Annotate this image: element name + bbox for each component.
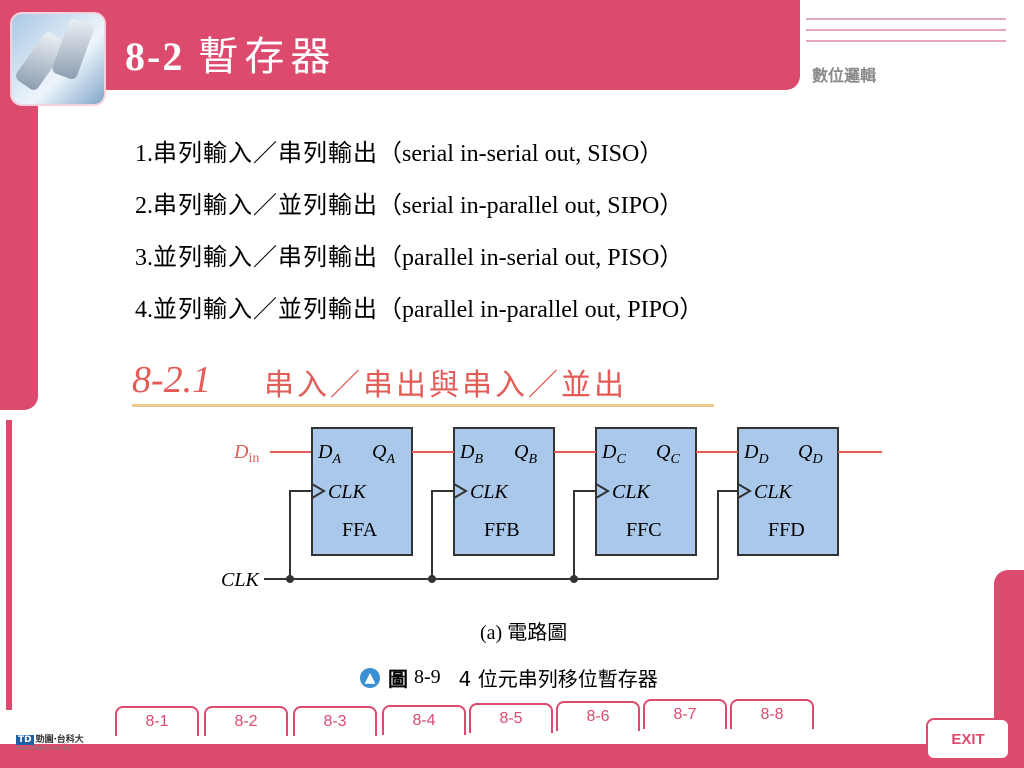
ff-name: FFA: [342, 519, 378, 541]
arrow-up-icon[interactable]: ▲: [360, 667, 380, 688]
q-label: QA: [372, 441, 395, 467]
tab-8-1[interactable]: 8-1: [115, 706, 199, 736]
q-label: QB: [514, 441, 537, 467]
page-number: 8-12: [866, 733, 887, 745]
left-frame-strip: [6, 420, 12, 710]
tab-8-5[interactable]: 8-5: [469, 703, 553, 733]
clk-input-label: CLK: [221, 569, 260, 591]
d-label: DB: [459, 441, 483, 467]
list-item: 2.串列輸入／並列輸出（serial in-parallel out, SIPO…: [135, 191, 684, 219]
flipflop-ffd: DD QD CLK FFD: [737, 427, 839, 556]
tab-8-8[interactable]: 8-8: [730, 699, 814, 729]
figure-label: 圖: [388, 667, 408, 691]
clk-branch-a: [289, 490, 312, 579]
list-item: 1.串列輸入／串列輸出（serial in-serial out, SISO）: [135, 139, 664, 167]
list-item: 3.並列輸入／串列輸出（parallel in-serial out, PISO…: [135, 243, 684, 271]
din-label: Din: [233, 441, 259, 466]
d-label: DC: [601, 441, 626, 467]
tab-8-6[interactable]: 8-6: [556, 701, 640, 731]
flipflop-ffa: DA QA CLK FFA: [311, 427, 413, 556]
q-label: QC: [656, 441, 680, 467]
clk-label: CLK: [470, 481, 509, 503]
figure-caption: ▲ 圖 8-9 4 位元串列移位暫存器: [360, 663, 658, 692]
logo-text: 勁園‧台科大: [35, 735, 84, 745]
clk-label: CLK: [754, 481, 793, 503]
list-item: 4.並列輸入／並列輸出（parallel in-parallel out, PI…: [135, 295, 704, 323]
clk-label: CLK: [328, 481, 367, 503]
d-label: DA: [317, 441, 341, 467]
exit-button[interactable]: EXIT: [926, 718, 1010, 760]
figure-number: 8-9: [414, 666, 441, 688]
section-number: 8-2.1: [132, 359, 212, 401]
logo-mark: TD: [16, 735, 34, 745]
tab-8-7[interactable]: 8-7: [643, 699, 727, 729]
section-heading: 8-2.1 串入／串出與串入／並出: [132, 359, 714, 407]
clk-branch-d: [717, 490, 738, 579]
footer-bar: [0, 744, 1024, 768]
title-number: 8-2: [125, 34, 185, 79]
register-type-list: 1.串列輸入／串列輸出（serial in-serial out, SISO） …: [135, 128, 703, 336]
clk-label: CLK: [612, 481, 651, 503]
ff-name: FFD: [768, 519, 805, 541]
page-title: 8-2 暫存器: [125, 24, 336, 82]
section-title: 串入／串出與串入／並出: [264, 368, 627, 403]
flipflop-ffc: DC QC CLK FFC: [595, 427, 697, 556]
clk-branch-c: [573, 490, 596, 579]
phone-image: [10, 12, 106, 106]
ff-name: FFB: [484, 519, 520, 541]
clk-branch-b: [431, 490, 454, 579]
header-stripes: [806, 18, 1006, 51]
left-frame: [0, 60, 38, 410]
header-bar: [0, 0, 800, 90]
figure-title: 4 位元串列移位暫存器: [458, 667, 658, 691]
flipflop-ffb: DB QB CLK FFB: [453, 427, 555, 556]
tab-8-2[interactable]: 8-2: [204, 706, 288, 736]
logo-url: www.tiked.com.tw: [16, 745, 71, 752]
q-label: QD: [798, 441, 823, 467]
course-brand: 數位邏輯: [812, 66, 877, 85]
d-label: DD: [743, 441, 769, 467]
ff-name: FFC: [626, 519, 662, 541]
title-text: 暫存器: [198, 34, 337, 80]
diagram-subcaption: (a) 電路圖: [480, 622, 568, 644]
tab-8-3[interactable]: 8-3: [293, 706, 377, 736]
tab-8-4[interactable]: 8-4: [382, 705, 466, 735]
